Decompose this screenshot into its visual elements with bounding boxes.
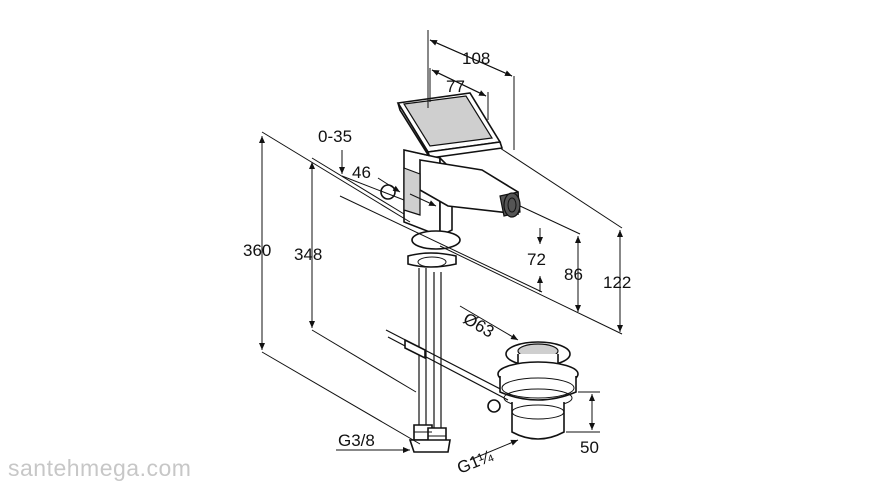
supply-hoses <box>408 268 451 453</box>
dimension-lines <box>259 30 623 461</box>
dim-86: 86 <box>564 265 583 284</box>
dim-diameter-63: Ø63 <box>460 309 497 342</box>
dim-122: 122 <box>603 273 631 292</box>
dim-46: 46 <box>352 163 371 182</box>
popup-waste <box>487 341 579 440</box>
dim-108: 108 <box>462 49 490 68</box>
dim-77: 77 <box>446 77 465 96</box>
pull-rod <box>385 329 511 401</box>
dim-72: 72 <box>527 250 546 269</box>
dim-348: 348 <box>294 245 322 264</box>
dim-50: 50 <box>580 438 599 457</box>
faucet-body <box>380 149 521 238</box>
dim-g3-8: G3/8 <box>338 431 375 450</box>
faucet-base <box>407 230 461 268</box>
watermark-text: santehmega.com <box>8 455 192 481</box>
dim-360: 360 <box>243 241 271 260</box>
dim-0-35: 0-35 <box>318 127 352 146</box>
dim-g1-1-4: G1¼ <box>454 446 496 478</box>
faucet-lever <box>396 92 504 159</box>
dimension-labels: 108 77 0-35 46 360 348 72 86 122 Ø63 G3/… <box>243 49 631 478</box>
